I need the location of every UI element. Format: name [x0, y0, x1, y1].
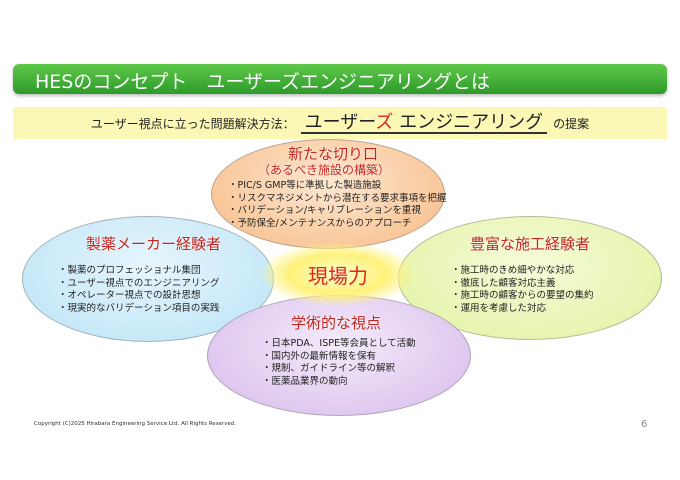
top-subtitle: （あるべき施設の構築） [258, 163, 391, 177]
bottom-title: 学術的な視点 [291, 314, 382, 332]
top-list: PIC/S GMP等に準拠した製造施設 リスクマネジメントから潜在する要求事項を… [228, 180, 447, 230]
right-list: 施工時のきめ細やかな対応 徹底した顧客対応主義 施工時の顧客からの要望の集約 運… [451, 265, 594, 315]
emphasis-part-b: エンジニアリング [399, 112, 544, 133]
left-list: 製薬のプロフェッショナル集団 ユーザー視点でのエンジニアリング オペレーター視点… [58, 265, 220, 316]
subtitle-bar: ユーザー視点に立った問題解決方法： ユーザーズ エンジニアリングの提案 [13, 107, 667, 139]
left-title: 製薬メーカー経験者 [86, 235, 222, 253]
page-number: 6 [641, 419, 648, 430]
center-label: 現場力 [308, 264, 368, 288]
copyright-notice: Copyright (C)2025 Hirabara Engineering S… [34, 421, 237, 427]
subtitle-prefix: ユーザー視点に立った問題解決方法： [90, 117, 295, 131]
bottom-list: 日本PDA、ISPE等会員として活動 国内外の最新情報を保有 規制、ガイドライン… [262, 338, 416, 388]
list-item: 国内外の最新情報を保有 [262, 351, 416, 364]
list-item: PIC/S GMP等に準拠した製造施設 [228, 180, 447, 193]
list-item: リスクマネジメントから潜在する要求事項を把握 [228, 193, 447, 206]
list-item: ユーザー視点でのエンジニアリング [58, 278, 220, 291]
list-item: バリデーション/キャリブレーションを重視 [228, 205, 447, 218]
list-item: 施工時のきめ細やかな対応 [451, 265, 594, 278]
center-glow: 現場力 [262, 243, 414, 305]
list-item: 運用を考慮した対応 [451, 303, 594, 316]
list-item: 医薬品業界の動向 [262, 376, 416, 389]
list-item: 施工時の顧客からの要望の集約 [451, 290, 594, 303]
list-item: 規制、ガイドライン等の解釈 [262, 363, 416, 376]
list-item: 製薬のプロフェッショナル集団 [58, 265, 219, 278]
subtitle-line: ユーザー視点に立った問題解決方法： ユーザーズ エンジニアリングの提案 [13, 113, 667, 134]
right-title: 豊富な施工経験者 [470, 235, 591, 253]
emphasis-part-a: ユーザー [304, 112, 376, 133]
slide-title: HESのコンセプト ユーザーズエンジニアリングとは [35, 71, 491, 93]
list-item: 予防保全/メンテナンスからのアプローチ [228, 218, 447, 231]
list-item: オペレーター視点での設計思想 [58, 290, 219, 303]
list-item: 徹底した顧客対応主義 [451, 278, 594, 291]
list-item: 日本PDA、ISPE等会員として活動 [262, 338, 416, 351]
subtitle-emphasis: ユーザーズ エンジニアリング [300, 112, 548, 134]
subtitle-suffix: の提案 [553, 117, 590, 131]
emphasis-red-char: ズ [375, 112, 394, 133]
top-title: 新たな切り口 [288, 145, 379, 163]
slide-header-bar: HESのコンセプト ユーザーズエンジニアリングとは [13, 64, 667, 94]
list-item: 現実的なバリデーション項目の実践 [58, 303, 220, 316]
